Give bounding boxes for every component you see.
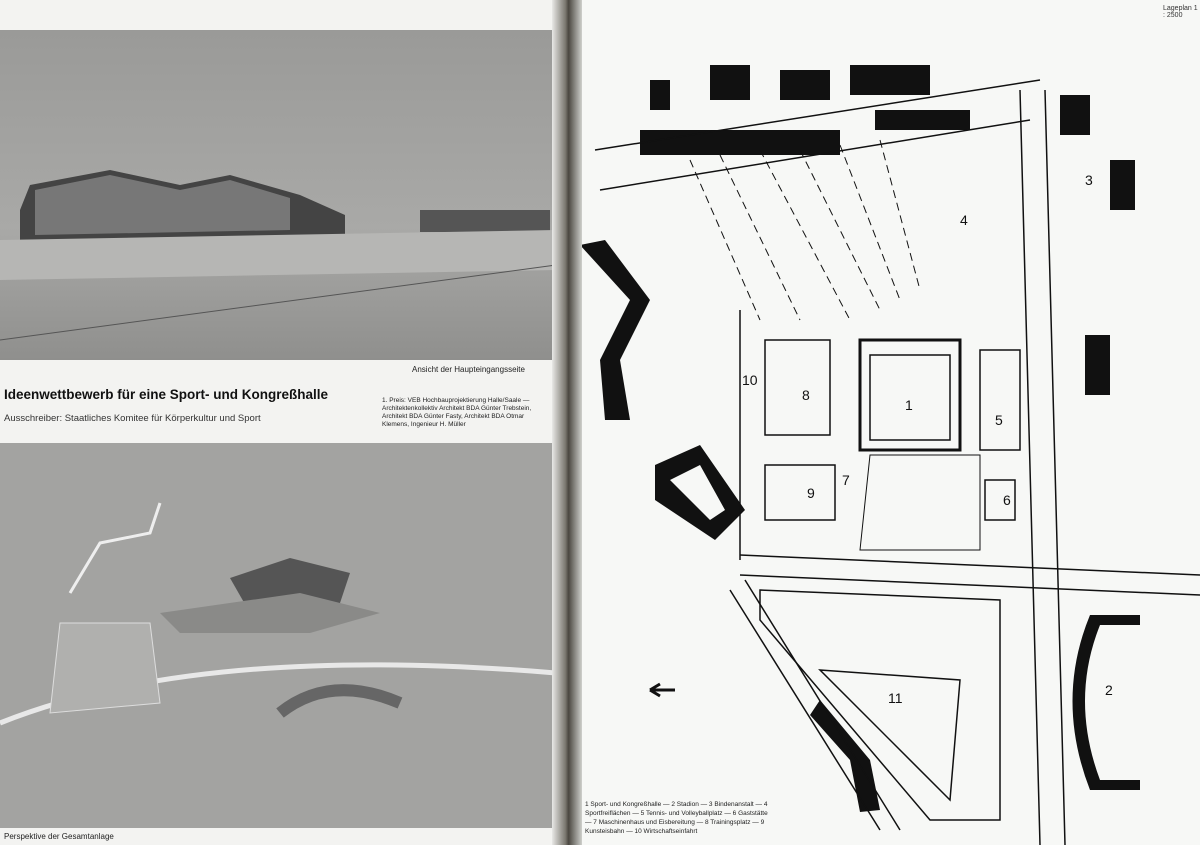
plan-label-9: 9: [807, 485, 815, 501]
photo-caption-bottom: Perspektive der Gesamtanlage: [4, 832, 114, 841]
plan-label-1: 1: [905, 397, 913, 413]
plan-label-7: 7: [842, 472, 850, 488]
photo-caption: Ansicht der Haupteingangsseite: [412, 365, 525, 374]
scale-label: Lageplan 1 : 2500: [1163, 5, 1198, 19]
prize-credit: 1. Preis: VEB Hochbauprojektierung Halle…: [382, 397, 532, 428]
site-plan: 1 2 3 4 5 6 7 8 9 10 11: [580, 65, 1200, 845]
right-page: Lageplan 1 : 2500: [570, 0, 1200, 845]
plan-label-5: 5: [995, 412, 1003, 428]
article-title: Ideenwettbewerb für eine Sport- und Kong…: [4, 387, 329, 402]
plan-legend: 1 Sport- und Kongreßhalle — 2 Stadion — …: [585, 801, 768, 835]
plan-label-11: 11: [888, 690, 903, 706]
plan-label-3: 3: [1085, 172, 1093, 188]
plan-label-2: 2: [1105, 682, 1113, 698]
overall-perspective-image: [0, 443, 556, 828]
plan-label-6: 6: [1003, 492, 1011, 508]
left-page: Ansicht der Haupteingangsseite Ideenwett…: [0, 0, 570, 845]
plan-label-8: 8: [802, 387, 810, 403]
article-subtitle: Ausschreiber: Staatliches Komitee für Kö…: [4, 413, 261, 424]
plan-label-4: 4: [960, 212, 968, 228]
main-entrance-view-image: [0, 30, 556, 360]
plan-label-10: 10: [742, 372, 758, 388]
page-gutter: [552, 0, 582, 845]
